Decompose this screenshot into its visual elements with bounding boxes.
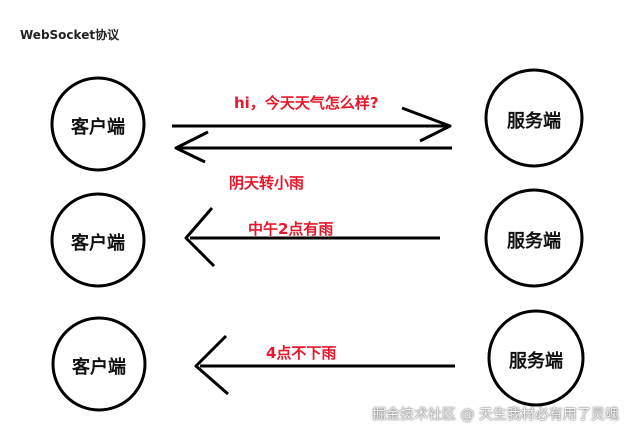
push-arrow-2 [194, 334, 455, 396]
client-label-2: 客户端 [71, 233, 125, 254]
server-node-3 [487, 309, 585, 407]
client-label-1: 客户端 [71, 117, 125, 138]
message-response: 阴天转小雨 [229, 174, 305, 192]
message-push-1: 中午2点有雨 [248, 220, 334, 238]
client-node-2 [50, 192, 146, 288]
server-node-1 [484, 68, 584, 168]
message-push-2: 4点不下雨 [266, 344, 337, 362]
client-node-1 [50, 76, 146, 172]
client-label-3: 客户端 [72, 357, 126, 378]
server-label-2: 服务端 [507, 231, 561, 252]
server-node-2 [484, 188, 584, 288]
request-arrow [172, 106, 452, 143]
server-label-3: 服务端 [509, 351, 563, 372]
message-request: hi，今天天气怎么样? [234, 94, 379, 112]
push-arrow-1 [184, 207, 440, 268]
server-label-1: 服务端 [507, 111, 561, 132]
watermark: 掘金技术社区 @ 天生我材必有用了灵魂 [372, 407, 619, 423]
client-node-3 [51, 316, 147, 412]
response-arrow [174, 130, 452, 164]
diagram-title: WebSocket协议 [20, 28, 120, 42]
